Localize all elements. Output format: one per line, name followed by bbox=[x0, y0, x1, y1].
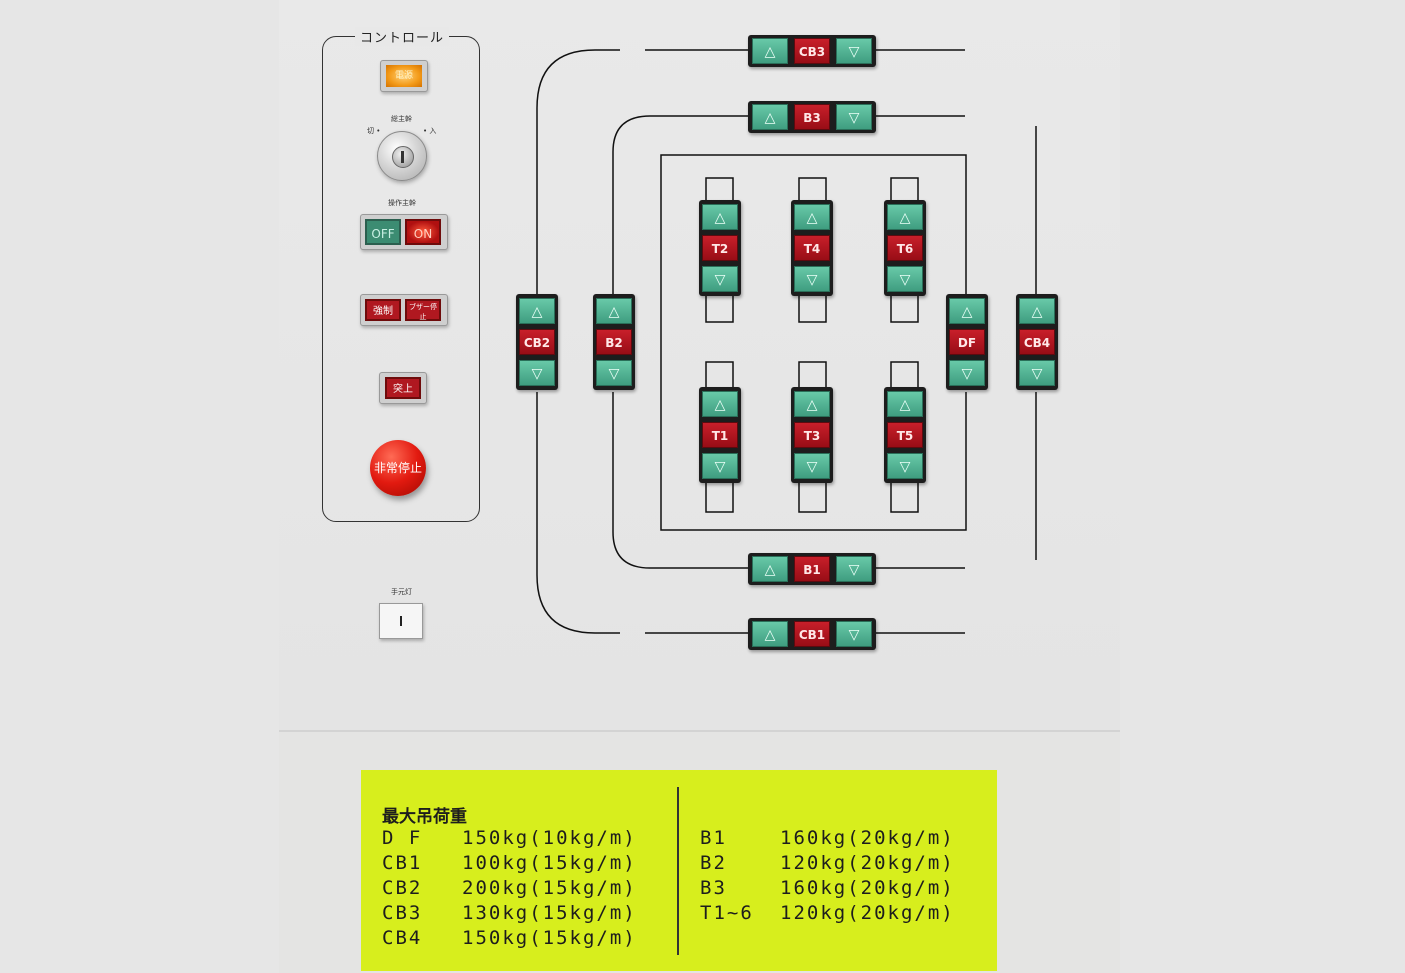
key-cylinder-icon bbox=[392, 146, 414, 168]
cb2-up-button[interactable]: △ bbox=[519, 298, 555, 324]
t3-down-button[interactable]: ▽ bbox=[794, 453, 830, 479]
emergency-stop-button[interactable]: 非常停止 bbox=[370, 440, 426, 496]
key-slot-icon bbox=[401, 151, 404, 163]
t2-label: T2 bbox=[702, 235, 738, 261]
unit-t2: △ T2 ▽ bbox=[699, 200, 741, 296]
b3-label: B3 bbox=[794, 104, 830, 130]
t1-down-button[interactable]: ▽ bbox=[702, 453, 738, 479]
cb1-label: CB1 bbox=[794, 621, 830, 647]
b2-down-button[interactable]: ▽ bbox=[596, 360, 632, 386]
t6-label: T6 bbox=[887, 235, 923, 261]
t4-down-button[interactable]: ▽ bbox=[794, 266, 830, 292]
unit-t1: △ T1 ▽ bbox=[699, 387, 741, 483]
force-buzzer-switch: 強制 ブザー停止 bbox=[360, 294, 448, 326]
df-up-button[interactable]: △ bbox=[949, 298, 985, 324]
hand-light-title: 手元灯 bbox=[391, 588, 412, 596]
buzzer-stop-button[interactable]: ブザー停止 bbox=[405, 299, 441, 321]
df-label: DF bbox=[949, 329, 985, 355]
b3-up-button[interactable]: △ bbox=[752, 104, 788, 130]
b1-label: B1 bbox=[794, 556, 830, 582]
cb3-down-button[interactable]: ▽ bbox=[836, 38, 872, 64]
unit-cb1: △ CB1 ▽ bbox=[748, 618, 876, 650]
load-capacity-plate bbox=[361, 770, 997, 971]
cb2-down-button[interactable]: ▽ bbox=[519, 360, 555, 386]
b3-down-button[interactable]: ▽ bbox=[836, 104, 872, 130]
t4-label: T4 bbox=[794, 235, 830, 261]
b1-down-button[interactable]: ▽ bbox=[836, 556, 872, 582]
plate-divider bbox=[677, 787, 679, 955]
t6-up-button[interactable]: △ bbox=[887, 204, 923, 230]
df-down-button[interactable]: ▽ bbox=[949, 360, 985, 386]
unit-b1: △ B1 ▽ bbox=[748, 553, 876, 585]
t4-up-button[interactable]: △ bbox=[794, 204, 830, 230]
t2-up-button[interactable]: △ bbox=[702, 204, 738, 230]
t1-label: T1 bbox=[702, 422, 738, 448]
op-switch: OFF ON bbox=[360, 214, 448, 250]
unit-cb4: △ CB4 ▽ bbox=[1016, 294, 1058, 390]
key-switch-on-label: • 入 bbox=[423, 127, 437, 135]
unit-cb2: △ CB2 ▽ bbox=[516, 294, 558, 390]
key-switch-off-label: 切 • bbox=[367, 127, 381, 135]
t6-down-button[interactable]: ▽ bbox=[887, 266, 923, 292]
cb4-down-button[interactable]: ▽ bbox=[1019, 360, 1055, 386]
unit-cb3: △ CB3 ▽ bbox=[748, 35, 876, 67]
unit-t6: △ T6 ▽ bbox=[884, 200, 926, 296]
key-switch[interactable] bbox=[377, 131, 427, 181]
t2-down-button[interactable]: ▽ bbox=[702, 266, 738, 292]
cb3-label: CB3 bbox=[794, 38, 830, 64]
t5-label: T5 bbox=[887, 422, 923, 448]
unit-t3: △ T3 ▽ bbox=[791, 387, 833, 483]
t3-label: T3 bbox=[794, 422, 830, 448]
power-lamp: 電源 bbox=[380, 60, 428, 92]
b2-up-button[interactable]: △ bbox=[596, 298, 632, 324]
op-switch-title: 操作主幹 bbox=[388, 199, 416, 207]
toggle-mark-icon bbox=[400, 616, 402, 626]
push-up-button[interactable]: 突上 bbox=[385, 377, 421, 399]
hand-light-switch[interactable] bbox=[379, 603, 423, 639]
unit-b3: △ B3 ▽ bbox=[748, 101, 876, 133]
cb4-up-button[interactable]: △ bbox=[1019, 298, 1055, 324]
key-switch-title: 総主幹 bbox=[391, 115, 412, 123]
t5-up-button[interactable]: △ bbox=[887, 391, 923, 417]
op-on-button[interactable]: ON bbox=[405, 219, 441, 245]
force-button[interactable]: 強制 bbox=[365, 299, 401, 321]
cb2-label: CB2 bbox=[519, 329, 555, 355]
op-off-button[interactable]: OFF bbox=[365, 219, 401, 245]
cb3-up-button[interactable]: △ bbox=[752, 38, 788, 64]
power-lamp-face: 電源 bbox=[386, 65, 422, 87]
plate-title: 最大吊荷重 bbox=[382, 807, 467, 827]
cb1-up-button[interactable]: △ bbox=[752, 621, 788, 647]
t5-down-button[interactable]: ▽ bbox=[887, 453, 923, 479]
push-up-switch: 突上 bbox=[379, 372, 427, 404]
b2-label: B2 bbox=[596, 329, 632, 355]
b1-up-button[interactable]: △ bbox=[752, 556, 788, 582]
t1-up-button[interactable]: △ bbox=[702, 391, 738, 417]
cb1-down-button[interactable]: ▽ bbox=[836, 621, 872, 647]
unit-df: △ DF ▽ bbox=[946, 294, 988, 390]
unit-t5: △ T5 ▽ bbox=[884, 387, 926, 483]
cb4-label: CB4 bbox=[1019, 329, 1055, 355]
control-title: コントロール bbox=[355, 27, 450, 46]
t3-up-button[interactable]: △ bbox=[794, 391, 830, 417]
unit-t4: △ T4 ▽ bbox=[791, 200, 833, 296]
unit-b2: △ B2 ▽ bbox=[593, 294, 635, 390]
